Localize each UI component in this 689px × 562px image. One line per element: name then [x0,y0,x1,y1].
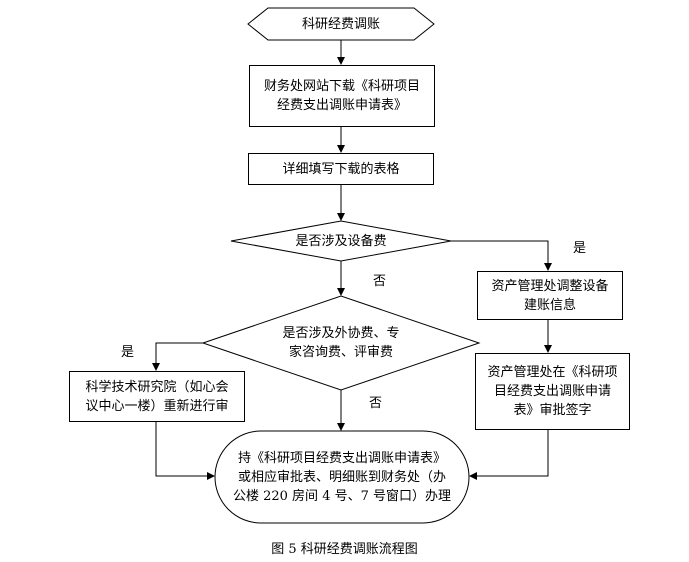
decision-equipment-fee: 是否涉及设备费 [295,233,387,249]
decision1-no-label: 否 [373,274,387,289]
figure-caption: 图 5 科研经费调账流程图 [271,542,418,557]
fill-form-step: 详细填写下载的表格 [248,153,434,185]
arrow-decision2-yes [152,342,203,371]
arrow-research-final [155,422,215,480]
research-review-step: 科学技术研究院（如心会 议中心一楼）重新进行审 [69,371,245,422]
decision2-no-label: 否 [369,396,383,411]
asset-approve-step: 资产管理处在《科研项 目经费支出调账申请 表》审批签字 [475,353,630,430]
decision1-yes-label: 是 [573,241,587,256]
download-form-step: 财务处网站下载《科研项目 经费支出调账申请表》 [249,65,435,127]
asset-adjust-step: 资产管理处调整设备 建账信息 [477,271,623,320]
arrow-decision1-yes [451,240,552,271]
decision2-yes-label: 是 [121,345,135,360]
start-hexagon [247,7,435,41]
final-process-step: 持《科研项目经费支出调账申请表》 或相应审批表、明细账到财务处（办 公楼 220… [232,450,452,504]
start-node: 科研经费调账 [301,16,380,32]
decision2-diamond [201,295,481,391]
decision-outsourcing-fee: 是否涉及外协费、专 家咨询费、评审费 [282,326,400,360]
arrow-asset2-final [469,430,549,480]
